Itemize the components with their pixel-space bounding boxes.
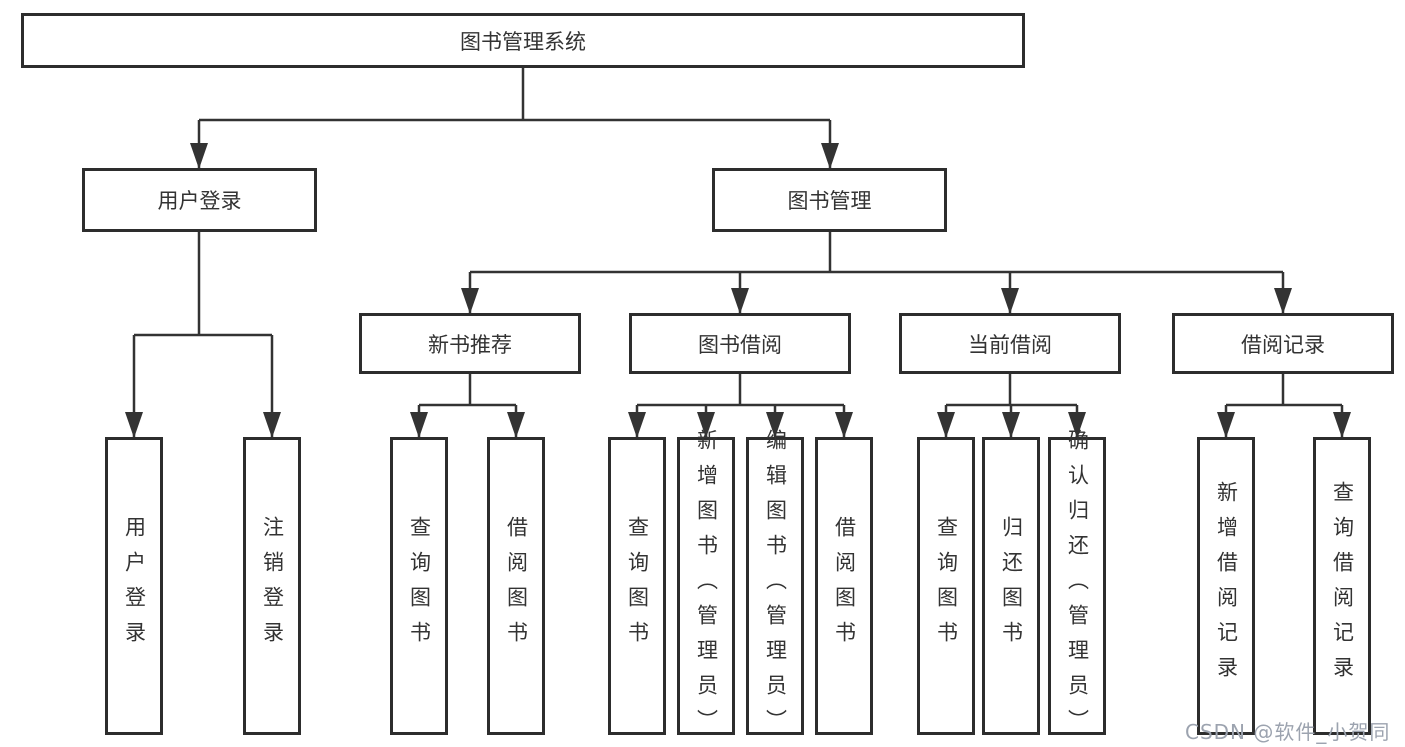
leaf-recommend-query-books-label: 查询图书 [407,516,432,656]
leaf-return-books: 归还图书 [982,437,1040,735]
node-root-system-label: 图书管理系统 [460,29,586,54]
leaf-recommend-query-books: 查询图书 [390,437,448,735]
leaf-logout-label: 注销登录 [260,516,285,656]
leaf-user-login-label: 用户登录 [122,516,147,656]
node-new-book-recommend: 新书推荐 [359,313,581,374]
leaf-return-books-label: 归还图书 [999,516,1024,656]
leaf-current-query-books-label: 查询图书 [934,516,959,656]
node-new-book-recommend-label: 新书推荐 [428,332,512,357]
node-book-management: 图书管理 [712,168,947,232]
leaf-add-borrow-record: 新增借阅记录 [1197,437,1255,735]
node-root-system: 图书管理系统 [21,13,1025,68]
leaf-edit-books-admin-label: 编辑图书（管理员） [763,428,788,744]
leaf-confirm-return-admin-label: 确认归还（管理员） [1065,428,1090,744]
leaf-recommend-borrow-books: 借阅图书 [487,437,545,735]
node-current-borrow: 当前借阅 [899,313,1121,374]
leaf-borrow-query-books-label: 查询图书 [625,516,650,656]
watermark-text: CSDN @软件_小贺同学 [1185,720,1391,744]
leaf-current-query-books: 查询图书 [917,437,975,735]
node-user-login-label: 用户登录 [157,189,242,213]
node-book-management-label: 图书管理 [787,189,872,213]
node-book-borrow: 图书借阅 [629,313,851,374]
leaf-borrow-query-books: 查询图书 [608,437,666,735]
node-borrow-records: 借阅记录 [1172,313,1394,374]
leaf-logout: 注销登录 [243,437,301,735]
leaf-query-borrow-record: 查询借阅记录 [1313,437,1371,735]
leaf-confirm-return-admin: 确认归还（管理员） [1048,429,1106,744]
leaf-add-books-admin: 新增图书（管理员） [677,429,735,744]
leaf-user-login: 用户登录 [105,437,163,735]
leaf-borrow-books: 借阅图书 [815,437,873,735]
leaf-recommend-borrow-books-label: 借阅图书 [504,516,529,656]
leaf-add-books-admin-label: 新增图书（管理员） [694,428,719,744]
leaf-query-borrow-record-label: 查询借阅记录 [1330,481,1355,691]
node-borrow-records-label: 借阅记录 [1241,332,1325,357]
node-book-borrow-label: 图书借阅 [698,332,782,357]
node-user-login: 用户登录 [82,168,317,232]
leaf-borrow-books-label: 借阅图书 [832,516,857,656]
leaf-add-borrow-record-label: 新增借阅记录 [1214,481,1239,691]
leaf-edit-books-admin: 编辑图书（管理员） [746,429,804,744]
node-current-borrow-label: 当前借阅 [968,332,1052,357]
